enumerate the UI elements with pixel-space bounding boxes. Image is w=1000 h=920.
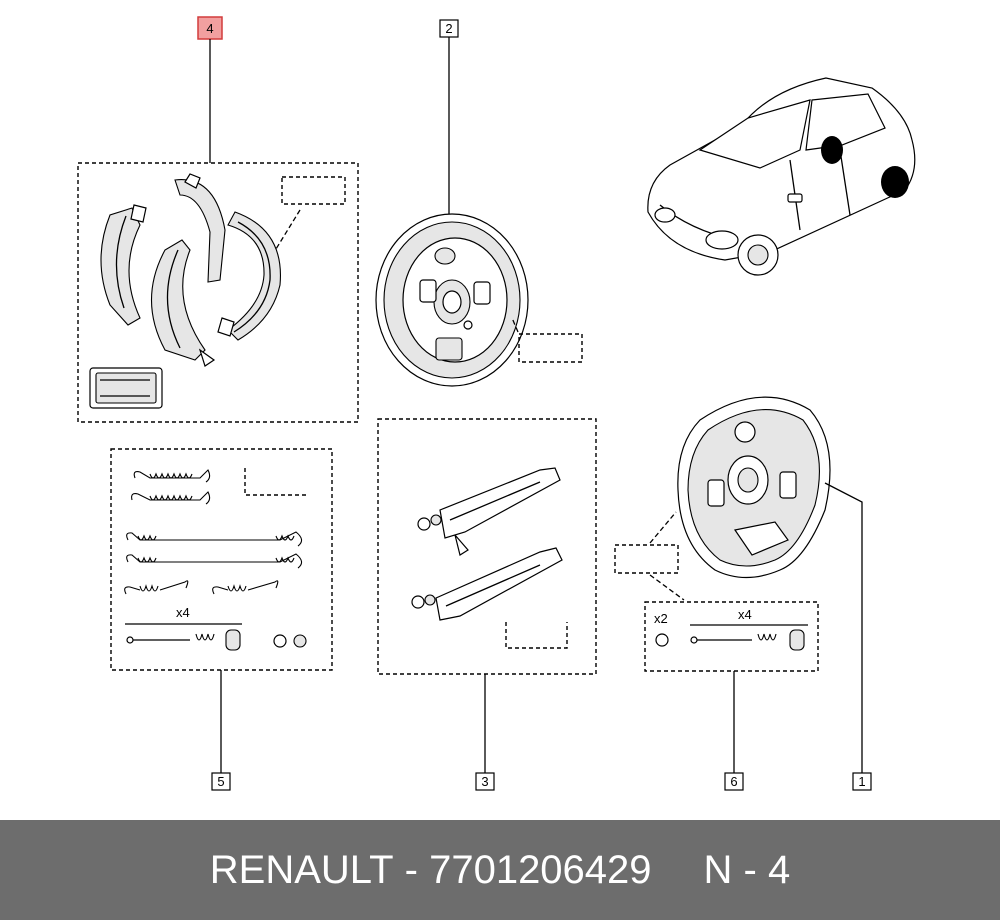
callout-5-label: 5 [217,774,224,789]
reference-code: N - 4 [703,847,791,892]
spring-set [124,469,303,595]
brand-name: RENAULT [209,847,394,892]
kit-box-hardware [644,601,819,672]
pointer-plate [649,511,677,544]
brake-drum [375,213,529,387]
label-placeholder-springs [244,468,308,496]
callout-1-box [852,772,872,791]
callout-2[interactable]: 2 [439,19,459,38]
callout-2-label: 2 [445,21,452,36]
label-placeholder-plate [614,544,679,574]
adjuster-lower [411,547,563,621]
label-placeholder-shoes [281,176,346,205]
parts-diagram: 4 2 [77,16,916,791]
callout-6-label: 6 [730,774,737,789]
callout-3-box [475,772,495,791]
brake-shoe-left [100,204,147,326]
footer-spacer-2 [418,848,429,893]
callout-4[interactable]: 4 [197,16,223,40]
kit-box-brake-shoes [77,162,359,423]
callout-6[interactable]: 6 [724,772,744,791]
leader-line-1 [824,482,863,773]
quantity-pins-kit6: x4 [738,607,752,622]
quantity-pins-kit5: x4 [176,605,190,620]
pointer-drum [511,317,519,333]
callout-5[interactable]: 5 [211,772,231,791]
callout-4-label: 4 [206,21,213,36]
footer-bar: RENAULT - 7701206429 N - 4 [0,820,1000,920]
car-illustration [647,77,916,276]
footer-spacer [394,848,405,893]
brake-shoe-center[interactable] [151,173,226,367]
brake-backing-plate [677,396,831,579]
brake-shoe-right [217,211,282,341]
callout-1-label: 1 [858,774,865,789]
label-placeholder-adjusters [505,622,568,649]
callout-1[interactable]: 1 [852,772,872,791]
hold-down-pin-set-kit5 [126,629,307,651]
pointer-kit-6 [649,574,685,601]
part-number: 7701206429 [429,847,652,892]
callout-6-box [724,772,744,791]
grease-sachet [89,367,163,409]
callout-3[interactable]: 3 [475,772,495,791]
callout-3-label: 3 [481,774,488,789]
quantity-nuts-kit6: x2 [654,611,668,626]
hardware-set-kit6 [655,629,805,651]
kit-box-adjusters [377,418,597,675]
callout-5-box [211,772,231,791]
kit-box-springs [110,448,333,671]
adjuster-upper [417,467,561,556]
label-placeholder-drum [518,333,583,363]
footer-separator: - [404,847,418,892]
